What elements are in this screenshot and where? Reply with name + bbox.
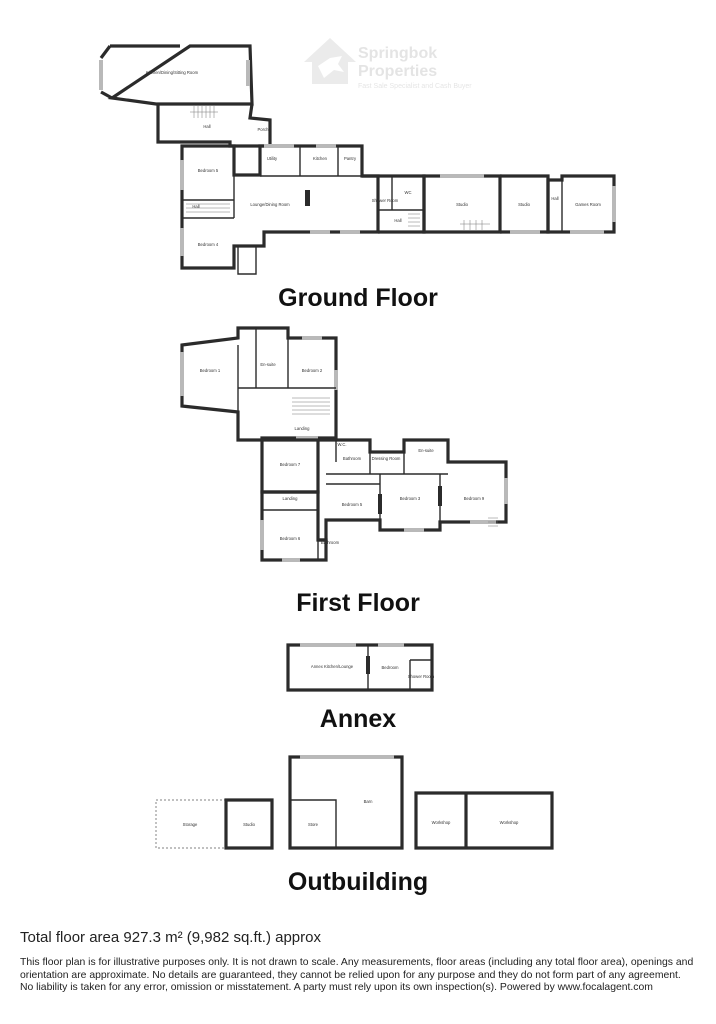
room-label-wc-first: W.C. xyxy=(337,442,346,447)
section-title-outbuilding: Outbuilding xyxy=(288,868,428,896)
watermark-brand-line2: Properties xyxy=(358,63,437,80)
room-label-bedroom-3: Bedroom 3 xyxy=(400,496,421,501)
room-label-porch: Porch xyxy=(258,127,270,132)
ground-floor-plan: Kitchen/Dining/Sitting Room Hall Porch B… xyxy=(99,44,616,312)
room-label-wc: WC xyxy=(405,190,412,195)
springbok-silhouette-icon xyxy=(318,56,344,78)
room-label-hall-lower: Hall xyxy=(192,204,199,209)
room-label-shower-room: Shower Room xyxy=(372,198,399,203)
room-label-kitchen: Kitchen xyxy=(313,156,328,161)
room-label-workshop-2: Workshop xyxy=(500,820,519,825)
total-floor-area: Total floor area 927.3 m² (9,982 sq.ft.)… xyxy=(20,929,321,946)
room-label-studio-outbuilding: Studio xyxy=(243,822,256,827)
annex-plan: Annex Kitchen/Lounge Bedroom Shower Room… xyxy=(286,643,435,733)
room-label-ensuite-1: En-suite xyxy=(260,362,276,367)
room-label-bedroom-5: Bedroom 5 xyxy=(198,168,219,173)
house-logo-icon xyxy=(304,38,356,84)
room-label-store: Store xyxy=(308,822,319,827)
room-label-hall-upper: Hall xyxy=(203,124,210,129)
room-label-bedroom-1: Bedroom 1 xyxy=(200,368,221,373)
room-label-bedroom-9: Bedroom 9 xyxy=(464,496,485,501)
watermark-tagline: Fast Sale Specialist and Cash Buyer xyxy=(358,83,472,90)
room-label-annex-shower: Shower Room xyxy=(408,674,435,679)
room-label-bedroom-6: Bedroom 6 xyxy=(280,536,301,541)
watermark-brand-line1: Springbok xyxy=(358,45,437,62)
room-label-ensuite-2: En-suite xyxy=(418,448,434,453)
room-label-pantry: Pantry xyxy=(344,156,357,161)
room-label-bathroom-2: Bathroom xyxy=(321,540,340,545)
room-label-bedroom-5-first: Bedroom 5 xyxy=(342,502,363,507)
outbuilding-plan: Storage Studio Barn Store Workshop Works… xyxy=(155,755,554,896)
room-label-annex-kitchen: Annex Kitchen/Lounge xyxy=(311,664,354,669)
room-label-studio-2: Studio xyxy=(518,202,531,207)
room-label-bedroom-4: Bedroom 4 xyxy=(198,242,219,247)
room-label-dressing-room: Dressing Room xyxy=(372,456,401,461)
room-label-bathroom-1: Bathroom xyxy=(343,456,362,461)
room-label-barn: Barn xyxy=(364,799,374,804)
section-title-ground-floor: Ground Floor xyxy=(278,284,438,312)
room-label-bedroom-7: Bedroom 7 xyxy=(280,462,301,467)
room-label-games-room: Games Room xyxy=(575,202,601,207)
room-label-studio-1: Studio xyxy=(456,202,469,207)
first-floor-plan: Bedroom 1 En-suite Bedroom 2 Landing Bed… xyxy=(180,326,508,617)
section-title-first-floor: First Floor xyxy=(296,589,420,617)
room-label-landing-2: Landing xyxy=(283,496,299,501)
room-label-landing-1: Landing xyxy=(295,426,311,431)
disclaimer-text: This floor plan is for illustrative purp… xyxy=(20,957,694,993)
room-label-utility: Utility xyxy=(267,156,278,161)
room-label-kitchen-dining-sitting: Kitchen/Dining/Sitting Room xyxy=(146,70,199,75)
section-title-annex: Annex xyxy=(320,705,397,733)
room-label-hall-games: Hall xyxy=(551,196,558,201)
room-label-annex-bedroom: Bedroom xyxy=(382,665,400,670)
room-label-bedroom-2: Bedroom 2 xyxy=(302,368,323,373)
room-label-lounge: Lounge/Dining Room xyxy=(250,202,290,207)
room-label-workshop-1: Workshop xyxy=(432,820,451,825)
floor-plan-diagram: Springbok Properties Fast Sale Specialis… xyxy=(99,38,616,896)
room-label-storage: Storage xyxy=(183,822,198,827)
springbok-watermark-logo: Springbok Properties Fast Sale Specialis… xyxy=(304,38,472,90)
room-label-hall-east: Hall xyxy=(394,218,401,223)
